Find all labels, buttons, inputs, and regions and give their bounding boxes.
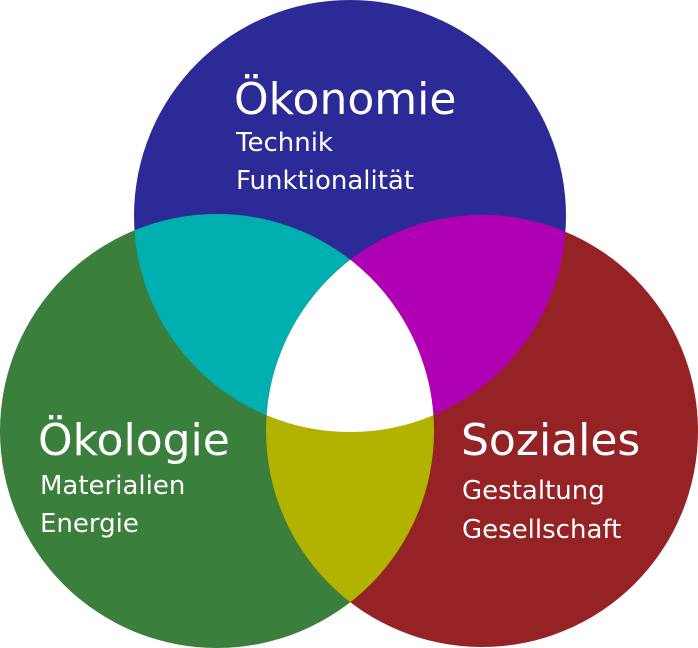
oekologie-item: Materialien <box>40 471 185 501</box>
oekologie-item: Energie <box>40 509 139 539</box>
soziales-item: Gestaltung <box>462 476 605 506</box>
oekologie-title: Ökologie <box>38 414 230 466</box>
oekonomie-item: Technik <box>235 128 333 158</box>
oekonomie-item: Funktionalität <box>236 166 414 196</box>
soziales-title: Soziales <box>461 415 640 466</box>
soziales-item: Gesellschaft <box>462 515 621 545</box>
center-overlap <box>266 215 434 432</box>
oekonomie-title: Ökonomie <box>234 73 456 125</box>
